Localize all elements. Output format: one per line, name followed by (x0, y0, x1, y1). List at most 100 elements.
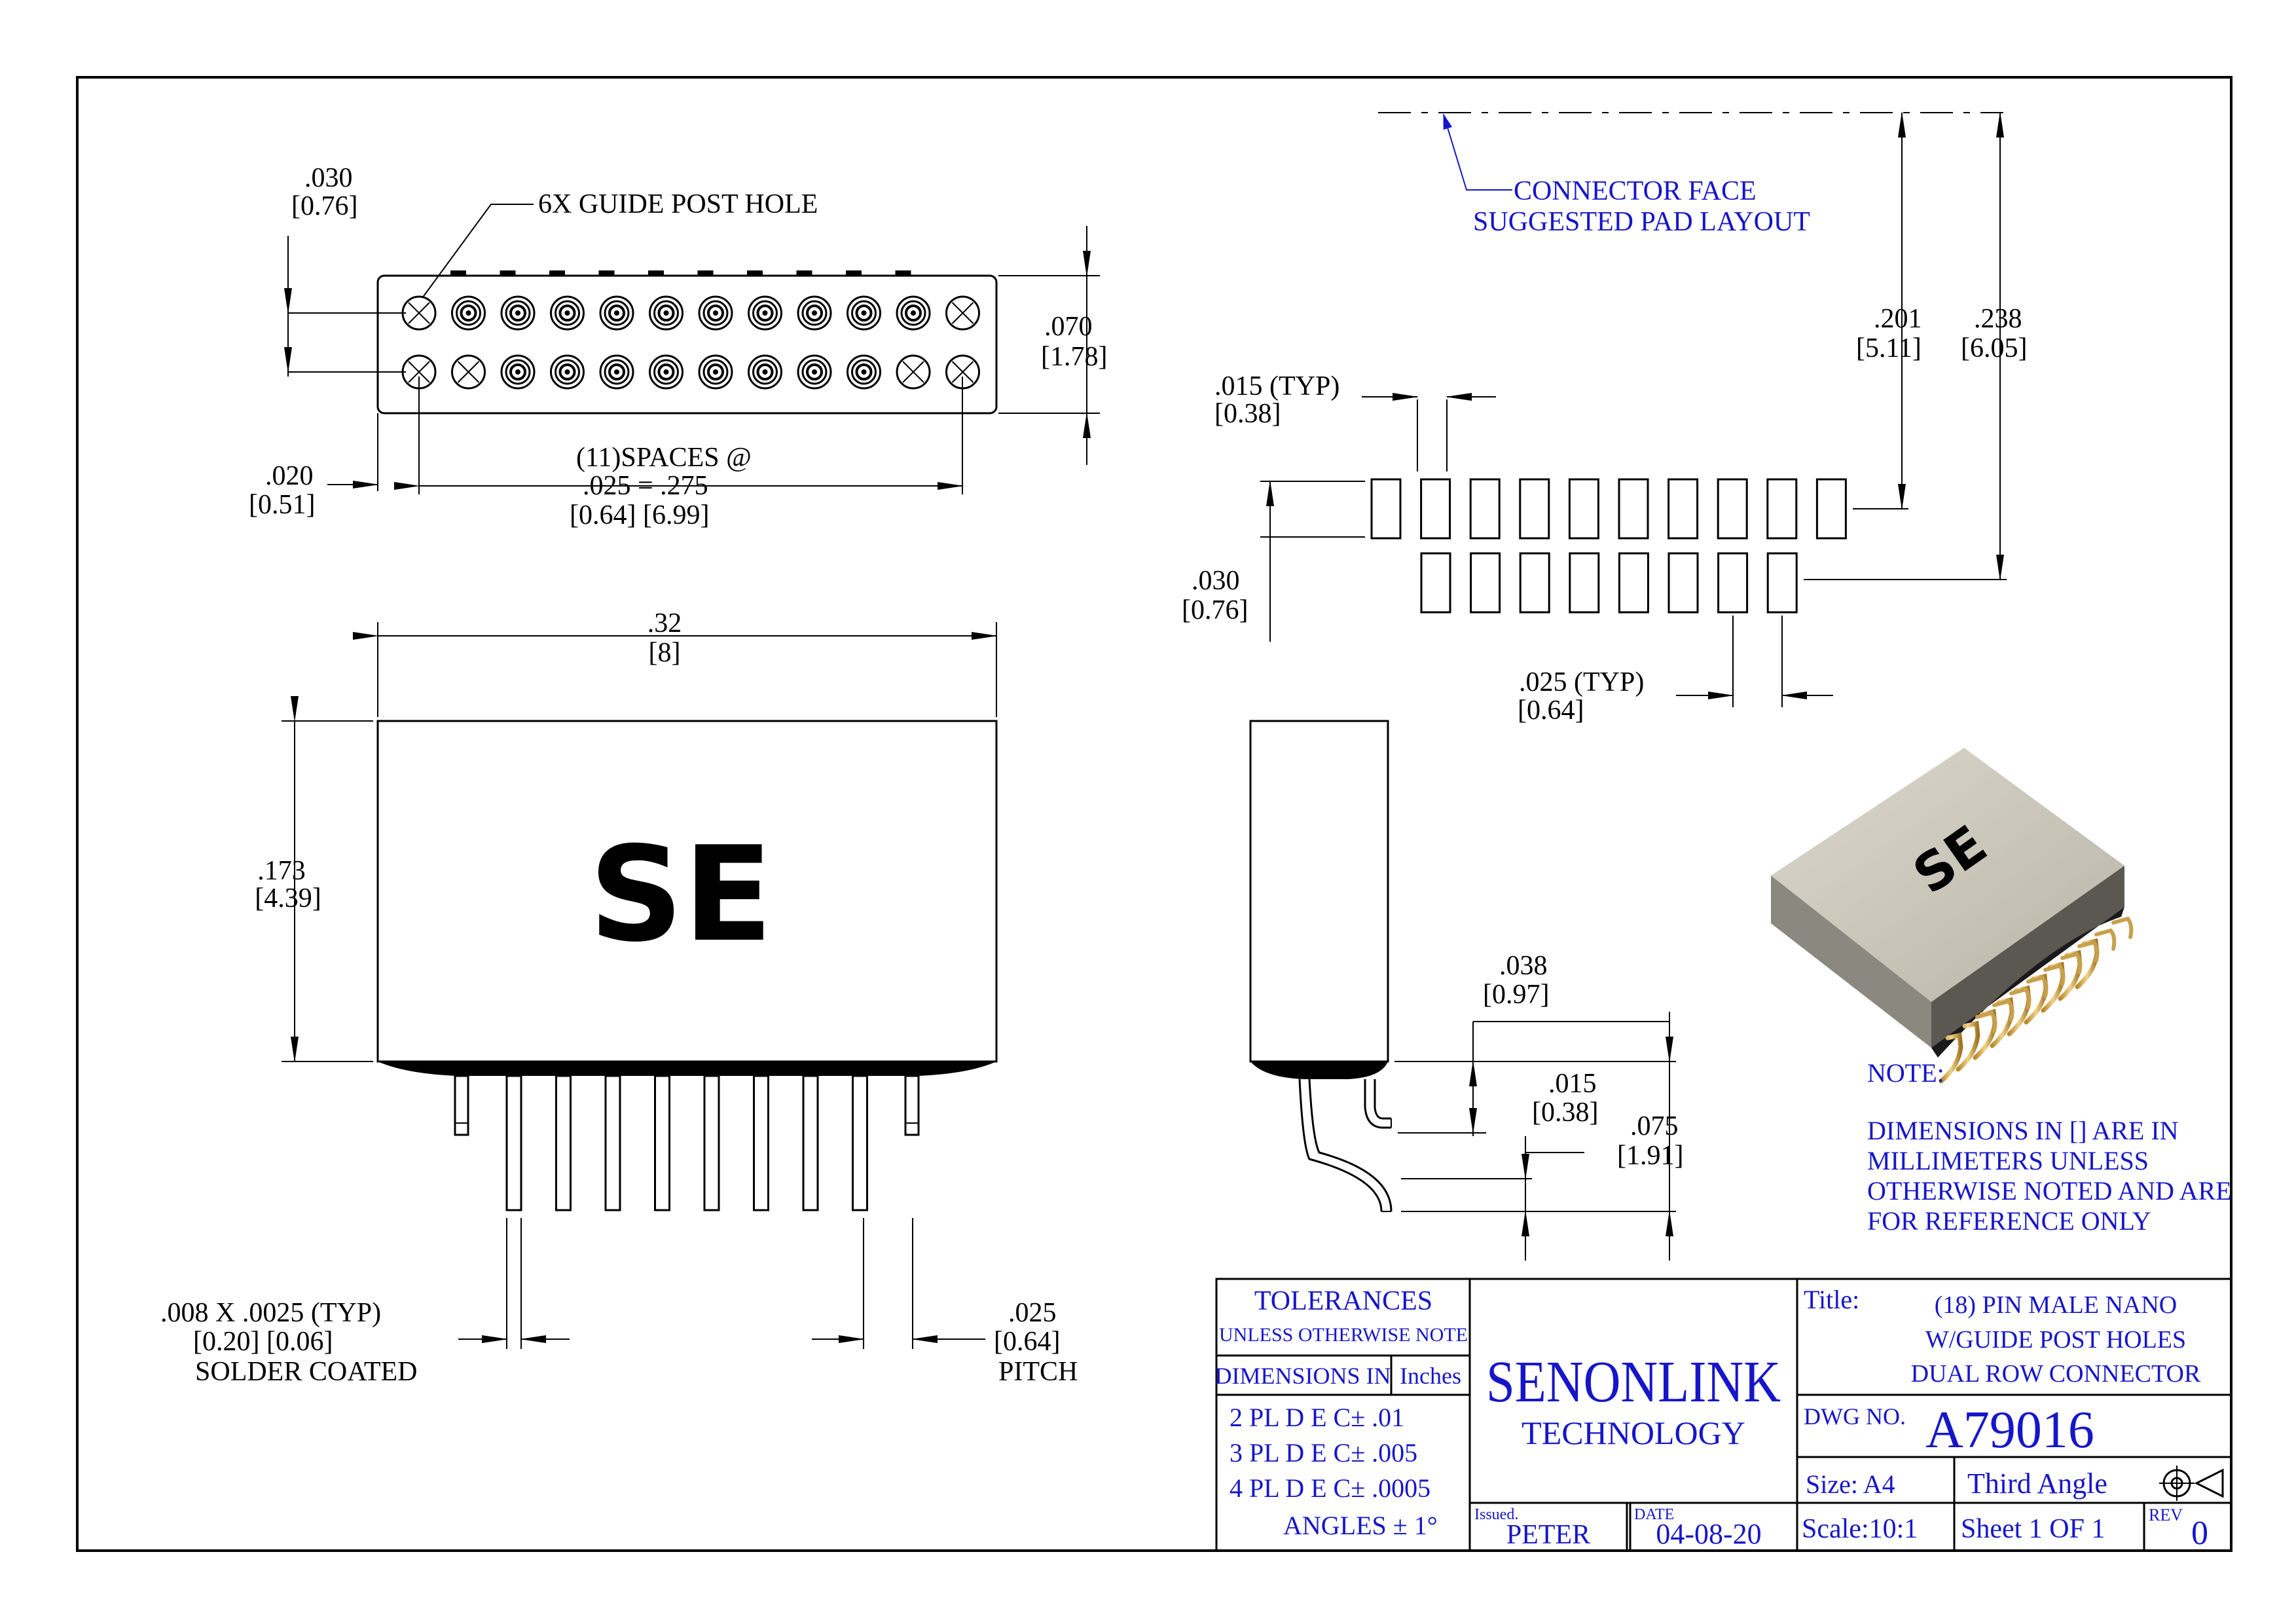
dim-height-mm: [4.39] (255, 883, 321, 913)
bottom-row-pin (847, 354, 881, 390)
front-lead (753, 1075, 769, 1211)
tb-angles: ANGLES ± 1° (1283, 1511, 1438, 1540)
pad-bottom (1519, 552, 1550, 614)
suggested-pad-label: SUGGESTED PAD LAYOUT (1473, 207, 1810, 237)
dim-width-mm: [8] (649, 638, 681, 668)
iso-pin-rear (2043, 963, 2066, 986)
side-view: .038 [0.97] .015 [0.38] .075 [1.91] (1249, 720, 1683, 1261)
top-row-hole (945, 295, 980, 331)
tb-issued-label: Issued. (1474, 1506, 1518, 1523)
pad-dim-238-mm: [6.05] (1961, 333, 2027, 363)
top-tab (846, 270, 862, 276)
dim-width-inch: .32 (647, 608, 682, 638)
pad-dim-201: .201 (1874, 304, 1922, 334)
top-row-pin (797, 295, 832, 331)
note-line-1: DIMENSIONS IN [] ARE IN (1867, 1116, 2179, 1145)
lead-dim-3: SOLDER COATED (195, 1357, 418, 1387)
iso-top-face (1771, 748, 2124, 1002)
side-dim-075: .075 (1630, 1111, 1679, 1141)
pad-bottom (1766, 552, 1798, 614)
spaces-line-3: [0.64] [6.99] (570, 500, 709, 530)
tb-dwg-label: DWG NO. (1804, 1403, 1906, 1430)
tb-dwg-no: A79016 (1925, 1401, 2094, 1459)
pad-top (1618, 478, 1649, 540)
top-row-pin (649, 295, 683, 331)
iso-pin-rear (1992, 999, 2014, 1022)
front-lead (604, 1075, 621, 1211)
tb-tol-3pl: 3 PL D E C± .005 (1230, 1438, 1417, 1467)
tb-sheet: Sheet 1 OF 1 (1961, 1514, 2105, 1544)
guide-post (454, 1075, 469, 1136)
pad-top (1667, 478, 1699, 540)
sheet-border (76, 76, 2232, 1552)
front-lead (802, 1075, 819, 1211)
iso-pin-rear (2094, 928, 2117, 951)
side-view-lower-lead (1298, 1079, 1383, 1212)
top-row-pin (500, 295, 536, 331)
pad-top (1815, 478, 1847, 540)
spaces-line-2: .025 = .275 (583, 471, 708, 501)
pad-bottom (1667, 552, 1699, 614)
top-row-pin (698, 295, 733, 331)
bottom-contact-row (401, 354, 980, 390)
side-dim-075-mm: [1.91] (1617, 1141, 1683, 1171)
pad-top (1766, 478, 1798, 540)
pad-dim-025: .025 (TYP) (1519, 667, 1644, 697)
front-lead (703, 1075, 720, 1211)
iso-pin-rear (2111, 916, 2134, 939)
side-view-upper-lead (1364, 1079, 1391, 1129)
side-view-body (1249, 720, 1389, 1063)
bottom-row-pin (649, 354, 683, 390)
dim-070-mm: [1.78] (1041, 342, 1107, 372)
tb-tol-4pl: 4 PL D E C± .0005 (1230, 1473, 1430, 1503)
lead-dim-2: [0.20] [0.06] (193, 1327, 333, 1357)
lead-dim-1: .008 X .0025 (TYP) (160, 1298, 381, 1328)
front-view-leads (454, 1075, 920, 1211)
top-view-tabs (450, 270, 911, 276)
pad-top (1717, 478, 1748, 540)
front-lead (654, 1075, 670, 1211)
bottom-row-pin (698, 354, 733, 390)
pad-bottom (1470, 552, 1501, 614)
top-tab (500, 270, 516, 276)
iso-pin-rear (2009, 987, 2032, 1010)
top-tab (549, 270, 565, 276)
front-lead (852, 1075, 868, 1211)
iso-left-face (1771, 876, 1931, 1048)
top-tab (796, 270, 812, 276)
tb-dimensions-in: DIMENSIONS IN (1215, 1363, 1391, 1389)
pad-dim-015: .015 (TYP) (1214, 371, 1339, 401)
pad-top (1469, 478, 1501, 540)
pitch-1: .025 (1008, 1298, 1057, 1328)
dim-030-inch: .030 (304, 163, 353, 193)
side-dim-015: .015 (1548, 1069, 1597, 1099)
tb-title-1: (18) PIN MALE NANO (1935, 1291, 2177, 1319)
tb-date: 04-08-20 (1656, 1518, 1761, 1550)
pad-top (1568, 478, 1599, 540)
pad-dim-025-mm: [0.64] (1518, 695, 1584, 726)
connector-face-label: CONNECTOR FACE (1514, 176, 1757, 206)
third-angle-projection-icon (2159, 1466, 2224, 1501)
iso-dark-base (1931, 907, 2124, 1058)
side-dim-038: .038 (1499, 951, 1548, 981)
front-lead (555, 1075, 572, 1211)
bottom-row-pin (550, 354, 585, 390)
pitch-2: [0.64] (994, 1327, 1060, 1357)
bottom-row-pin (599, 354, 634, 390)
dim-070-inch: .070 (1044, 312, 1093, 342)
dim-020-mm: [0.51] (249, 490, 315, 520)
top-tab (598, 270, 615, 276)
bottom-row-pin (748, 354, 782, 390)
top-tab (648, 270, 664, 276)
iso-pin-rear (2060, 951, 2083, 974)
top-tab (450, 270, 466, 276)
pad-dim-015-mm: [0.38] (1214, 399, 1281, 429)
front-view: SE .32 [8] .173 [4.39] .008 X .0025 (TYP… (160, 608, 1078, 1387)
pitch-3: PITCH (998, 1357, 1078, 1387)
pads-top-row (1370, 478, 1847, 540)
top-tab (895, 270, 911, 276)
note-line-4: FOR REFERENCE ONLY (1867, 1206, 2151, 1236)
tb-rev: 0 (2191, 1515, 2208, 1552)
top-contact-row (401, 295, 980, 331)
